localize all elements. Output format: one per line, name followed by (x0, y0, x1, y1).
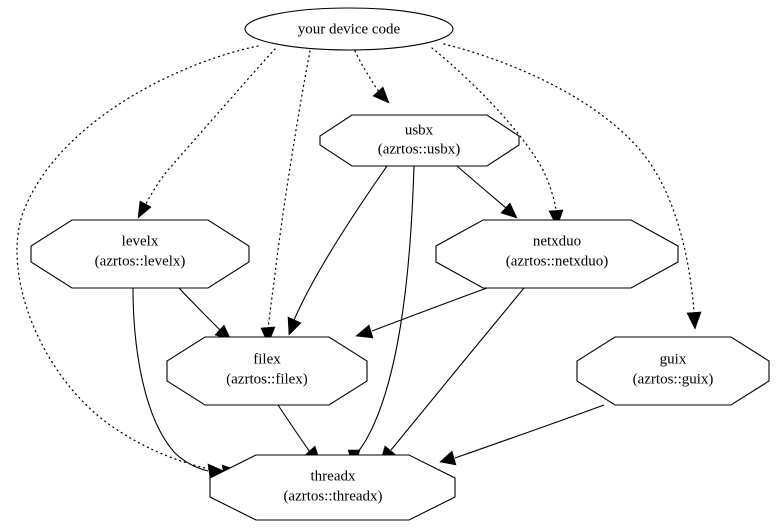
node-netxduo-label-name: netxduo (533, 233, 581, 249)
node-filex-label-package: (azrtos::filex) (226, 371, 308, 387)
node-threadx-shape[interactable] (209, 454, 456, 521)
node-filex[interactable]: filex (azrtos::filex) (166, 336, 368, 406)
edge-usbx-to-threadx (347, 165, 415, 468)
node-levelx-label-name: levelx (122, 233, 159, 249)
node-threadx-label-package: (azrtos::threadx) (283, 488, 382, 504)
edge-usbx-to-netxduo (456, 165, 518, 219)
node-filex-shape[interactable] (166, 336, 368, 406)
node-root-label: your device code (298, 21, 401, 37)
node-guix-label-name: guix (660, 351, 687, 367)
node-levelx[interactable]: levelx (azrtos::levelx) (30, 219, 250, 289)
node-levelx-shape[interactable] (30, 219, 250, 289)
node-root[interactable]: your device code (244, 7, 454, 51)
node-guix[interactable]: guix (azrtos::guix) (576, 336, 770, 406)
edge-levelx-to-filex (178, 287, 232, 341)
node-usbx-label-package: (azrtos::usbx) (378, 141, 460, 157)
edge-usbx-to-filex (287, 165, 388, 336)
edge-netxduo-to-filex (355, 287, 488, 339)
node-filex-label-name: filex (253, 351, 281, 367)
node-levelx-label-package: (azrtos::levelx) (95, 253, 186, 269)
node-layer: your device code usbx (azrtos::usbx) lev… (30, 7, 770, 521)
node-netxduo-label-package: (azrtos::netxduo) (506, 253, 608, 269)
node-root-shape[interactable] (244, 7, 454, 51)
edge-root-to-netxduo (431, 47, 564, 228)
node-threadx[interactable]: threadx (azrtos::threadx) (209, 454, 456, 521)
edge-guix-to-threadx (439, 404, 605, 466)
edge-filex-to-threadx (277, 404, 321, 463)
edge-root-to-levelx (137, 48, 276, 219)
node-usbx-label-name: usbx (405, 122, 434, 138)
edge-root-to-guix (443, 43, 702, 330)
node-netxduo[interactable]: netxduo (azrtos::netxduo) (435, 219, 679, 289)
node-guix-shape[interactable] (576, 336, 770, 406)
node-usbx-shape[interactable] (319, 114, 520, 167)
node-netxduo-shape[interactable] (435, 219, 679, 289)
edge-root-to-filex (260, 50, 311, 345)
node-guix-label-package: (azrtos::guix) (633, 371, 714, 387)
node-usbx[interactable]: usbx (azrtos::usbx) (319, 114, 520, 167)
edge-root-to-usbx (354, 50, 390, 104)
node-threadx-label-name: threadx (311, 468, 356, 484)
